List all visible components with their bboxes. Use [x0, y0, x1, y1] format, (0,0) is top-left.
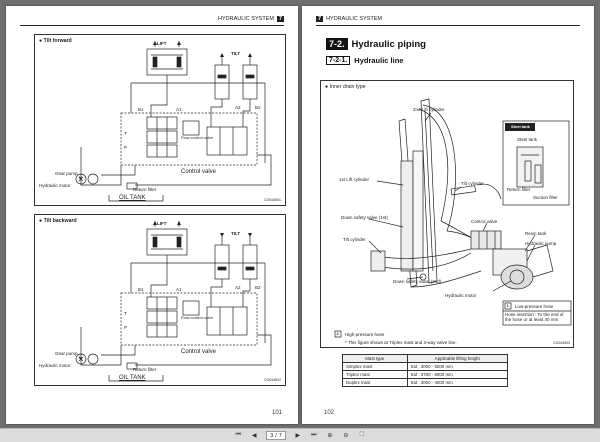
tilt-backward-schematic: [75, 221, 272, 382]
first-page-icon[interactable]: ⏮: [235, 432, 241, 438]
tilt-forward-schematic: [75, 41, 272, 202]
table-header-row: Mast type Applicable lifting height: [342, 354, 509, 363]
page-number: 101: [271, 410, 282, 416]
hydraulic-line-figure: ● Inner drain type: [320, 80, 574, 348]
page-header: 7 HYDRAULIC SYSTEM: [316, 16, 382, 22]
tilt-forward-panel: ● Tilt forward: [34, 34, 286, 206]
header-rule: [20, 25, 284, 26]
total-pages: 7: [278, 432, 282, 439]
table-row: Duplex mast Std : 3000 - 4000 mm: [342, 378, 509, 387]
page-indicator[interactable]: 3 / 7: [266, 431, 286, 440]
mast-type-table: Mast type Applicable lifting height Simp…: [342, 354, 509, 387]
page-102: 7 HYDRAULIC SYSTEM 7-2. Hydraulic piping…: [302, 6, 594, 424]
page-101: HYDRAULIC SYSTEM 7 ● Tilt forward: [6, 6, 298, 424]
hydraulic-piping-drawing: [334, 98, 572, 338]
next-page-icon[interactable]: ▶: [295, 433, 301, 439]
fullscreen-icon[interactable]: ⛶: [359, 432, 364, 438]
section-heading: 7-2. Hydraulic piping: [326, 38, 426, 50]
table-row: Triplex mast Std : 3700 - 6000 mm: [342, 370, 509, 379]
zoom-out-icon[interactable]: ⊖: [343, 433, 349, 439]
page-number: 102: [324, 410, 335, 416]
tilt-backward-panel: ● Tilt backward: [34, 214, 286, 386]
table-row: Simplex mast Std : 3000 - 5000 mm: [342, 362, 509, 371]
header-rule: [316, 25, 580, 26]
zoom-in-icon[interactable]: ⊕: [327, 433, 333, 439]
subsection-heading: 7-2-1. Hydraulic line: [326, 56, 403, 65]
last-page-icon[interactable]: ⏭: [311, 432, 317, 438]
current-page-input[interactable]: 3: [270, 432, 274, 439]
page-header: HYDRAULIC SYSTEM 7: [218, 16, 284, 22]
viewer-toolbar: ⏮ ◀ 3 / 7 ▶ ⏭ ⊕ ⊖ ⛶: [0, 428, 600, 442]
prev-page-icon[interactable]: ◀: [251, 433, 257, 439]
